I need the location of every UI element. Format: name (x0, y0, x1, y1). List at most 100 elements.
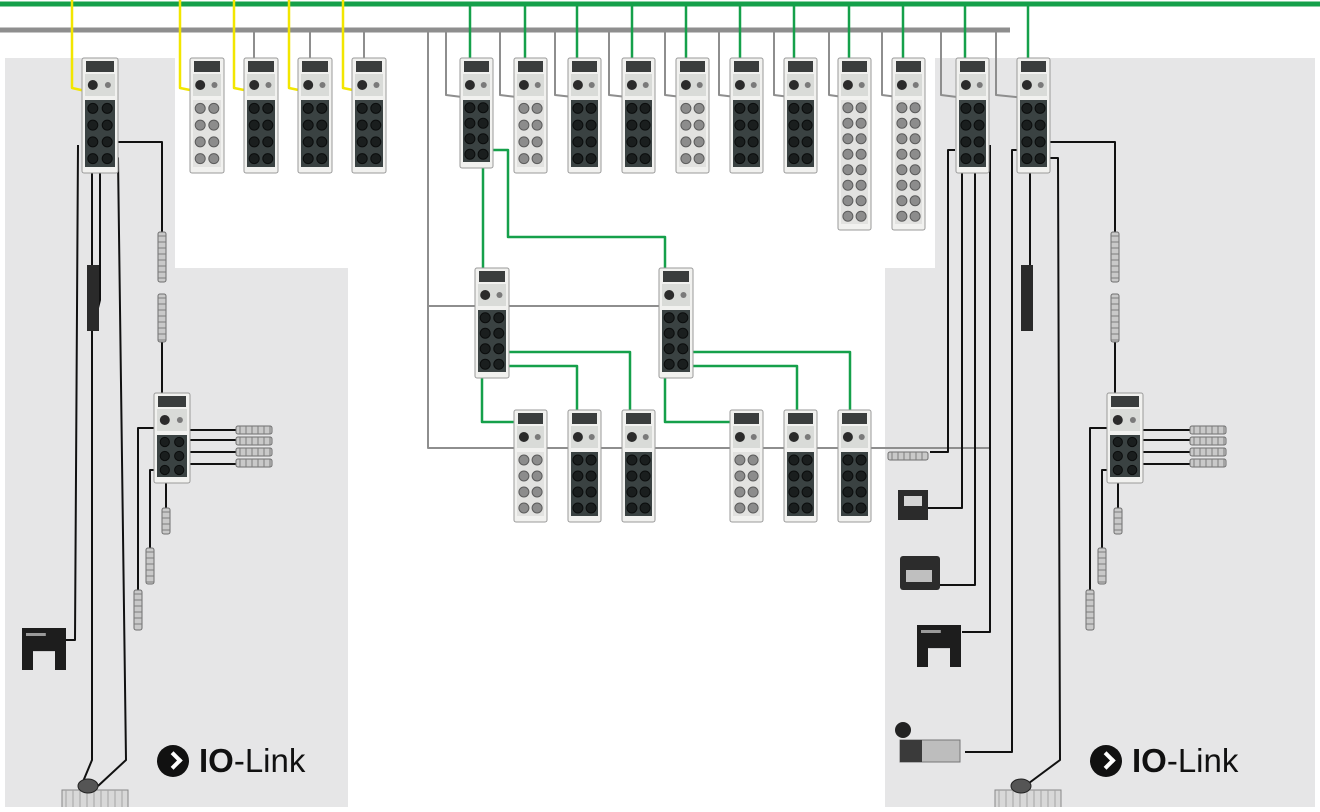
module-port (855, 117, 867, 129)
module-port (663, 312, 675, 324)
module-port (693, 119, 705, 131)
module-port (855, 195, 867, 207)
connector-icon (1110, 293, 1120, 343)
module-label-strip (663, 271, 689, 282)
module-port (493, 312, 505, 324)
module-label-strip (572, 413, 597, 424)
module-label-strip (788, 61, 813, 72)
module-led (858, 434, 865, 440)
module-label-strip (194, 61, 220, 72)
connector-icon (157, 231, 167, 283)
module-connector (960, 80, 971, 90)
green-link-line (680, 364, 799, 420)
module-port (747, 102, 759, 114)
module-port (194, 136, 206, 148)
module-port (973, 119, 985, 131)
module-port (680, 153, 692, 165)
io-link-master-module (81, 57, 119, 174)
module-connector (572, 80, 583, 90)
module-port (1112, 464, 1123, 476)
module-led (912, 82, 919, 88)
module-upper-section (1110, 409, 1140, 431)
io-link-master-module (1016, 57, 1051, 174)
scanner-body (22, 628, 66, 670)
module-port (855, 470, 867, 482)
module-port (572, 470, 584, 482)
module-port (477, 102, 489, 114)
io-module-icon (189, 57, 225, 174)
module-port (693, 102, 705, 114)
module-port (626, 486, 638, 498)
valve-pipe (994, 789, 1062, 812)
io-module-icon (513, 409, 548, 523)
module-port (531, 470, 543, 482)
module-port (159, 464, 170, 476)
module-port (208, 119, 220, 131)
module-port (302, 136, 314, 148)
module-port (855, 164, 867, 176)
module-port (639, 153, 651, 165)
module-port (842, 102, 854, 114)
module-port (194, 119, 206, 131)
module-port (585, 136, 597, 148)
module-port (734, 470, 746, 482)
module-port (248, 102, 260, 114)
module-connector (626, 432, 637, 442)
module-port (842, 454, 854, 466)
module-port (896, 195, 908, 207)
black-cable (137, 427, 158, 590)
module-port (572, 119, 584, 131)
io-module-icon (621, 57, 656, 174)
module-port (801, 102, 813, 114)
module-upper-section (157, 409, 187, 431)
io-link-text-left: IO-Link (199, 742, 306, 779)
sensor-body (235, 458, 273, 468)
module-port (518, 454, 530, 466)
black-cable (1045, 141, 1116, 232)
module-led (1037, 82, 1044, 88)
module-port (1127, 450, 1138, 462)
module-port (585, 470, 597, 482)
module-port (896, 102, 908, 114)
green-link-line (490, 148, 667, 275)
module-port (747, 119, 759, 131)
io-link-hub-module (153, 392, 191, 484)
module-led (496, 292, 503, 298)
module-port (1112, 450, 1123, 462)
module-port (842, 179, 854, 191)
black-cable (1089, 427, 1110, 590)
right-panel-background (885, 58, 1315, 807)
black-cable (108, 141, 163, 232)
module-port (262, 153, 274, 165)
module-port (208, 153, 220, 165)
module-label-strip (734, 413, 759, 424)
module-port (464, 102, 476, 114)
module-port (518, 102, 530, 114)
module-led (373, 82, 380, 88)
module-upper-section (733, 426, 760, 448)
module-port (842, 133, 854, 145)
module-port (572, 502, 584, 514)
io-module-icon (567, 409, 602, 523)
module-port (801, 119, 813, 131)
module-port (747, 486, 759, 498)
sensor-body (1113, 507, 1123, 535)
module-port (302, 153, 314, 165)
module-port (842, 210, 854, 222)
sensor-body (1110, 293, 1120, 343)
module-label-strip (479, 271, 505, 282)
module-port (572, 102, 584, 114)
module-port (896, 117, 908, 129)
black-cable (66, 144, 79, 641)
module-port (585, 486, 597, 498)
module-label-strip (248, 61, 274, 72)
green-link-line (495, 350, 632, 420)
module-led (976, 82, 983, 88)
module-port (101, 102, 113, 114)
valve-pipe (61, 789, 129, 812)
module-port (896, 148, 908, 160)
module-port (356, 102, 368, 114)
module-port (370, 102, 382, 114)
sensor-icon (1113, 507, 1123, 535)
module-port (477, 117, 489, 129)
